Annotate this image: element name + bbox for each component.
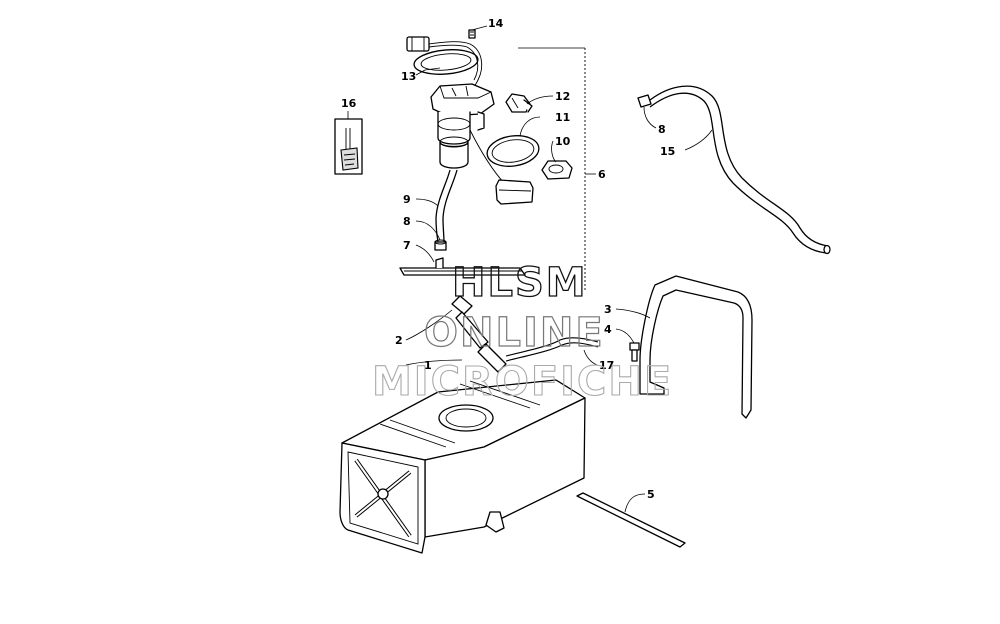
part-11-gasket[interactable] (485, 133, 541, 170)
part-7-pickup-tube[interactable] (399, 257, 526, 276)
part-2-filler-cap[interactable] (451, 295, 489, 349)
callout-7: 7 (403, 239, 411, 252)
part-6-fuel-pump-assembly[interactable] (430, 83, 534, 205)
callout-17: 17 (599, 359, 614, 372)
part-5-pad[interactable] (576, 492, 686, 548)
callout-13: 13 (401, 70, 416, 83)
watermark: HLSM ONLINE MICROFICHE (371, 259, 673, 405)
part-14-screw[interactable] (468, 29, 476, 39)
callout-labels: 14 13 16 12 11 10 6 9 8 7 8 15 3 4 2 1 1… (341, 17, 675, 501)
callout-5: 5 (647, 488, 655, 501)
callout-15: 15 (660, 145, 675, 158)
part-9-hose[interactable] (435, 169, 458, 243)
callout-2: 2 (395, 334, 403, 347)
callout-11: 11 (555, 111, 570, 124)
watermark-line-3: MICROFICHE (372, 359, 673, 405)
part-17-vent-line[interactable] (505, 337, 599, 362)
part-13-retaining-ring[interactable] (413, 47, 479, 76)
callout-10: 10 (555, 135, 571, 148)
callout-14: 14 (488, 17, 504, 30)
callout-9: 9 (403, 193, 411, 206)
callout-12: 12 (555, 90, 570, 103)
watermark-line-2: ONLINE (424, 310, 605, 356)
callout-3: 3 (604, 303, 612, 316)
part-12-valve-fitting[interactable] (505, 93, 533, 113)
callout-8-left: 8 (403, 215, 411, 228)
part-8-clamp-right[interactable] (637, 94, 652, 108)
callout-1: 1 (424, 359, 432, 372)
part-1-fuel-tank[interactable] (339, 343, 586, 554)
callout-6: 6 (598, 168, 606, 181)
wiring-connector[interactable] (406, 36, 483, 97)
part-10-grommet[interactable] (541, 160, 573, 180)
callout-8-right: 8 (658, 123, 666, 136)
callout-16: 16 (341, 97, 357, 110)
part-15-vent-hose[interactable] (649, 85, 831, 255)
part-16-sender[interactable] (334, 118, 363, 175)
watermark-line-1: HLSM (452, 260, 588, 306)
part-3-strap[interactable] (639, 275, 753, 419)
part-4-bolt[interactable] (629, 342, 640, 362)
assembly-bracket-6 (518, 47, 596, 290)
part-8-clamp-left[interactable] (434, 239, 447, 251)
callout-4: 4 (604, 323, 612, 336)
leader-lines (347, 25, 713, 513)
